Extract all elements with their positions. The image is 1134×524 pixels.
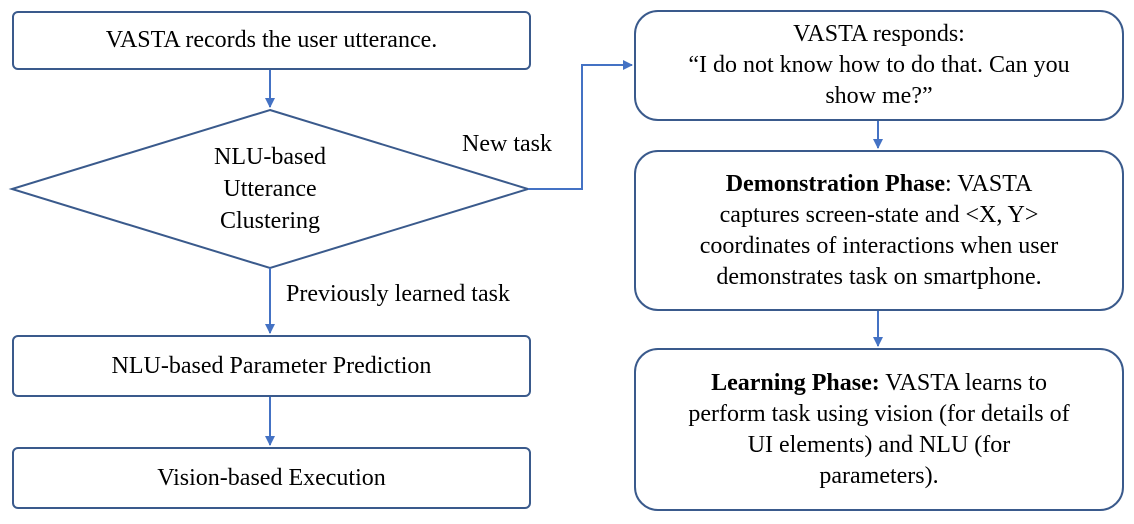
demonstration-phase-box: Demonstration Phase: VASTA captures scre… — [634, 150, 1124, 311]
demo-line: : VASTA — [945, 170, 1033, 197]
learn-title: Learning Phase: — [711, 369, 880, 396]
cluster-label: NLU-based Utterance Clustering — [170, 141, 370, 237]
parameter-prediction-text: NLU-based Parameter Prediction — [111, 352, 432, 379]
parameter-prediction-box: NLU-based Parameter Prediction — [12, 335, 531, 397]
cluster-line: Clustering — [220, 208, 320, 234]
responds-line: show me?” — [825, 83, 933, 109]
vasta-responds-box: VASTA responds: “I do not know how to do… — [634, 10, 1124, 121]
responds-line: VASTA responds: — [793, 21, 965, 47]
demo-title: Demonstration Phase — [725, 170, 946, 197]
record-utterance-box: VASTA records the user utterance. — [12, 11, 531, 70]
arrow-cluster-to-respond — [528, 60, 633, 190]
learn-line: parameters). — [819, 462, 939, 489]
learn-line: VASTA learns to — [879, 369, 1047, 396]
previously-learned-label: Previously learned task — [286, 281, 510, 307]
demo-line: coordinates of interactions when user — [699, 232, 1059, 259]
record-utterance-text: VASTA records the user utterance. — [105, 27, 438, 53]
responds-line: “I do not know how to do that. Can you — [688, 52, 1070, 78]
cluster-line: Utterance — [223, 176, 317, 202]
demo-first-line: Demonstration Phase: VASTA — [726, 169, 1033, 200]
learn-line: UI elements) and NLU (for — [747, 431, 1011, 458]
vision-execution-text: Vision-based Execution — [157, 464, 386, 491]
learn-first-line: Learning Phase: VASTA learns to — [711, 368, 1047, 399]
demo-line: captures screen-state and <X, Y> — [719, 201, 1039, 228]
vision-execution-box: Vision-based Execution — [12, 447, 531, 509]
demo-line: demonstrates task on smartphone. — [716, 263, 1042, 290]
new-task-label: New task — [462, 131, 552, 157]
learning-phase-box: Learning Phase: VASTA learns to perform … — [634, 348, 1124, 511]
cluster-line: NLU-based — [214, 144, 326, 170]
learn-line: perform task using vision (for details o… — [688, 400, 1070, 427]
